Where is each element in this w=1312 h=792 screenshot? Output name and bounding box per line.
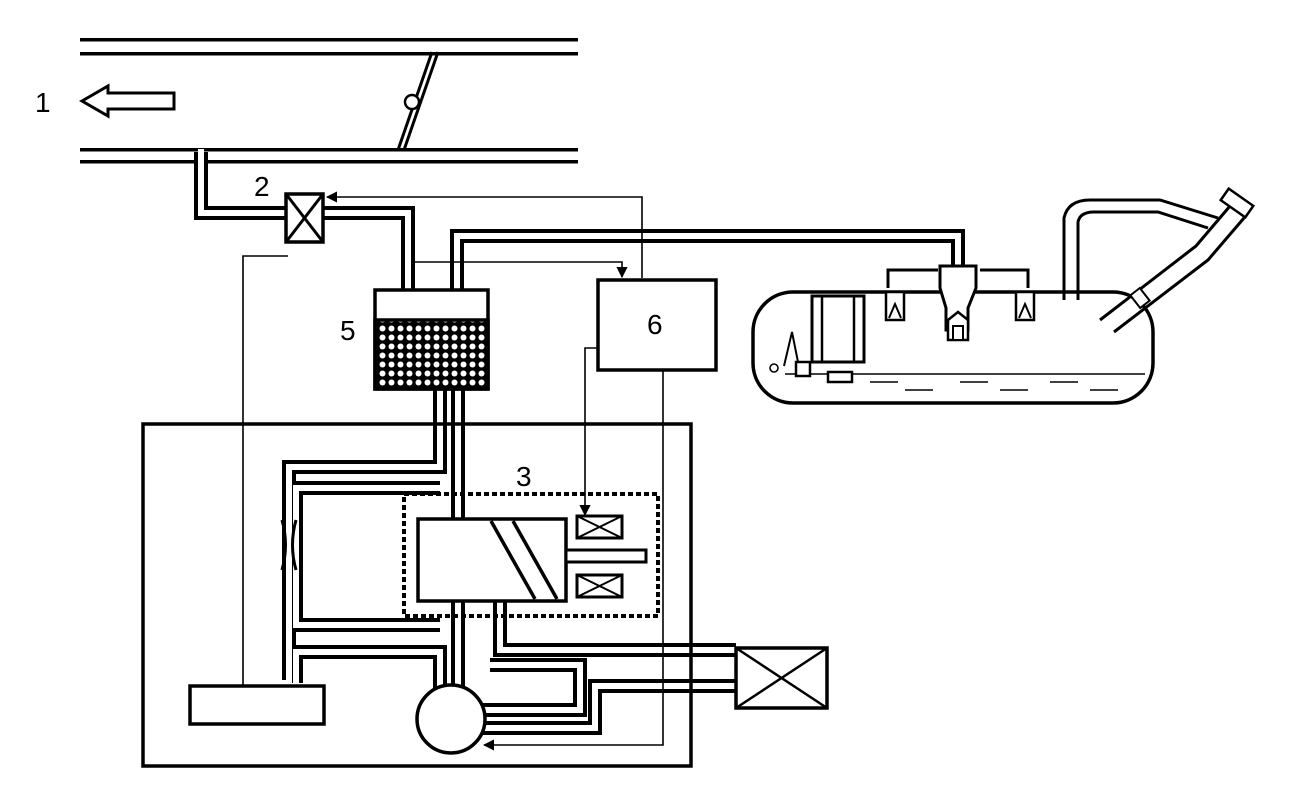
label-1: 1: [35, 87, 51, 118]
fuel-pump-assembly: [769, 294, 866, 384]
rollover-valves: [884, 264, 1036, 342]
label-3: 3: [516, 461, 532, 492]
pipe-purge-canister: [323, 206, 415, 293]
restrictor: [280, 519, 298, 571]
intake-manifold: [80, 38, 578, 164]
label-5: 5: [340, 315, 356, 346]
label-6: 6: [647, 309, 663, 340]
intake-flow-arrow: [78, 83, 176, 119]
purge-valve: [284, 192, 325, 244]
air-filter: [734, 646, 829, 710]
filler-neck: [1062, 186, 1256, 334]
pipe-pump-side: [470, 658, 587, 717]
pipe-inners: [198, 149, 961, 731]
pump: [415, 683, 487, 755]
control-unit: [596, 278, 718, 372]
pump-module-housing: [141, 422, 693, 768]
solenoid-coil-top: [575, 514, 624, 540]
pipe-valve-outlet: [493, 596, 736, 657]
canister: [373, 288, 490, 391]
signal-lines: [242, 191, 664, 751]
solenoid-coil-bottom: [575, 573, 624, 599]
label-2: 2: [254, 171, 270, 202]
fuel-tank: [751, 186, 1256, 405]
pressure-sensor: [188, 684, 326, 726]
vent-valve-module: [402, 492, 660, 618]
throttle-valve: [396, 51, 440, 151]
